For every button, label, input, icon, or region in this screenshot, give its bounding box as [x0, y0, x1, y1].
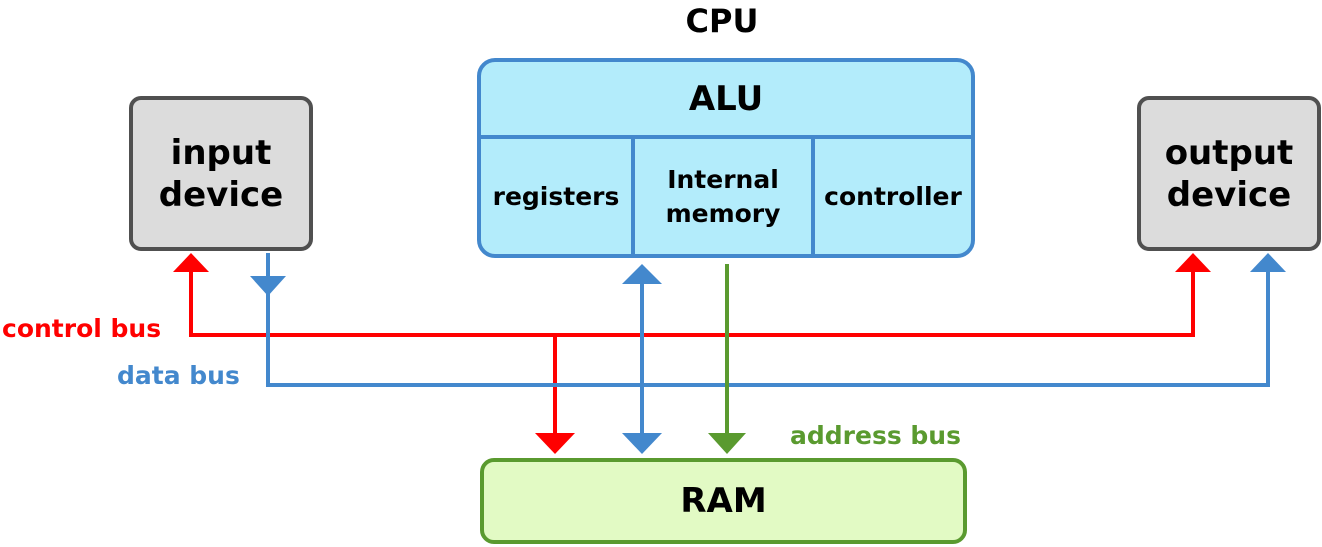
- data-bus: [250, 253, 1286, 454]
- ram-label: RAM: [680, 481, 767, 521]
- alu-section: ALU: [481, 62, 971, 139]
- data-bus-arrow-ram: [622, 433, 662, 454]
- registers-section: registers: [481, 139, 631, 254]
- registers-label: registers: [492, 181, 620, 211]
- cpu-title: CPU: [685, 2, 759, 40]
- internal-memory-label: Internal memory: [665, 164, 781, 228]
- alu-label: ALU: [688, 78, 764, 119]
- internal-memory-section: Internal memory: [635, 139, 811, 254]
- data-bus-label: data bus: [117, 361, 240, 390]
- section-divider: [631, 139, 635, 254]
- output-device-box: output device: [1137, 96, 1321, 251]
- data-bus-line: [266, 253, 1270, 387]
- address-bus: [708, 264, 746, 454]
- control-bus-arrow-input: [173, 253, 209, 272]
- data-bus-arrow-output: [1250, 253, 1286, 272]
- section-divider: [811, 139, 815, 254]
- cpu-block: ALU registers Internal memory controller: [477, 58, 975, 258]
- control-bus-arrow-output: [1175, 253, 1211, 272]
- controller-section: controller: [815, 139, 971, 254]
- data-bus-arrow-cpu: [622, 264, 662, 284]
- input-device-box: input device: [129, 96, 313, 251]
- control-bus-line: [189, 270, 1195, 337]
- control-bus-label: control bus: [2, 314, 162, 343]
- output-device-label: output device: [1164, 132, 1294, 215]
- address-bus-arrow-ram: [708, 433, 746, 454]
- controller-label: controller: [824, 181, 962, 211]
- control-bus: [173, 253, 1211, 454]
- input-device-label: input device: [158, 132, 284, 215]
- data-bus-arrow-input: [250, 276, 286, 296]
- ram-box: RAM: [480, 458, 967, 544]
- control-bus-arrow-ram: [535, 433, 575, 454]
- address-bus-label: address bus: [790, 421, 961, 450]
